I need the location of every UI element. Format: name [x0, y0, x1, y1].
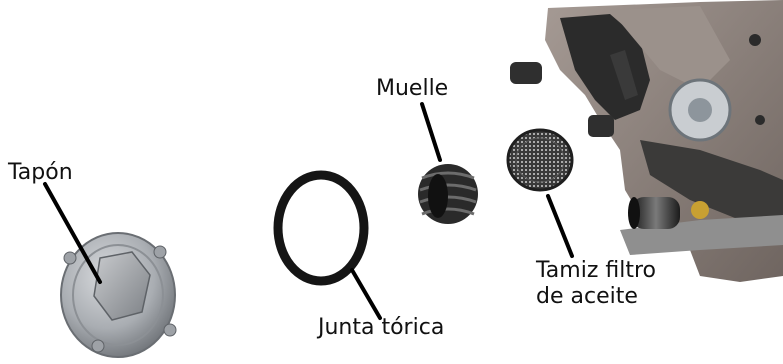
o-ring [273, 170, 369, 286]
label-oil-strainer-line2: de aceite [536, 284, 638, 309]
drain-plug [60, 232, 177, 358]
foot-peg [628, 197, 680, 229]
label-o-ring: Junta tórica [318, 315, 445, 340]
oil-strainer [506, 128, 574, 192]
leader-strainer [546, 194, 574, 258]
leader-lines [43, 102, 574, 320]
label-oil-strainer: Tamiz filtro de aceite [536, 258, 656, 310]
spring [418, 164, 478, 224]
label-spring: Muelle [376, 76, 449, 101]
label-oil-strainer-line1: Tamiz filtro [536, 258, 656, 283]
label-plug: Tapón [8, 160, 73, 185]
leader-plug [43, 182, 102, 284]
leader-spring [420, 102, 442, 162]
leader-oring [350, 268, 382, 320]
